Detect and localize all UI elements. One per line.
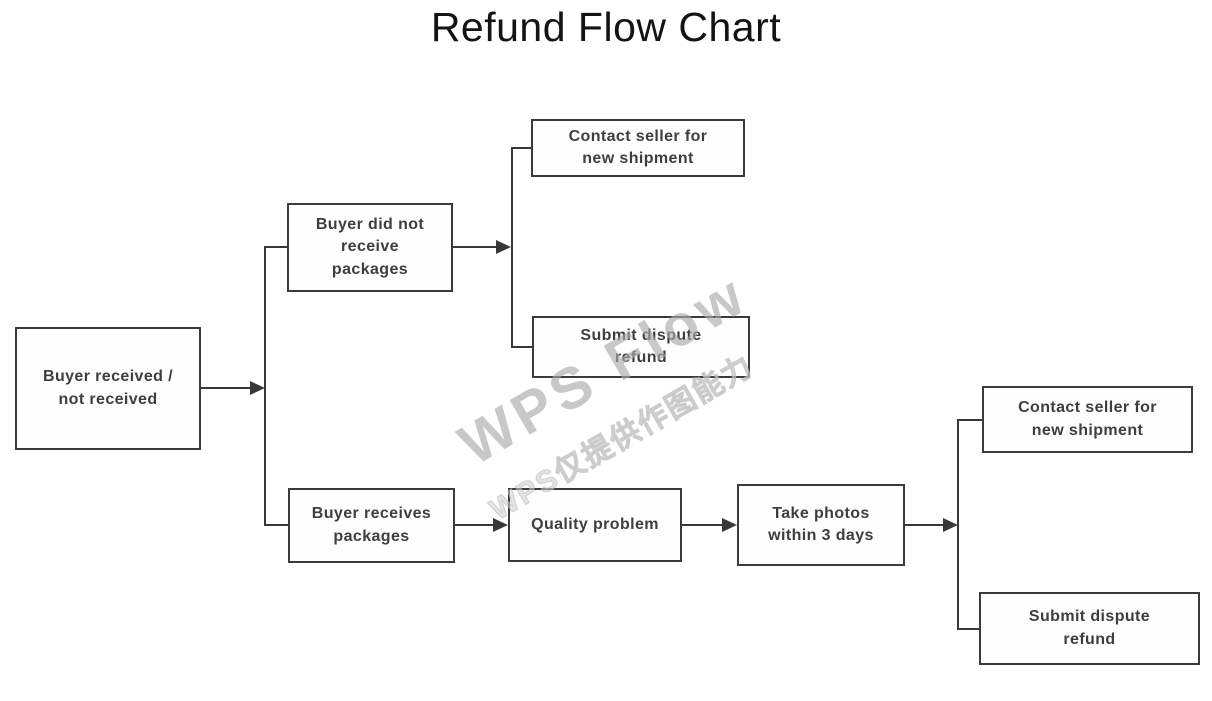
node-submit-dispute-top: Submit dispute refund (532, 316, 750, 378)
edge-quality-to-photos (682, 524, 723, 526)
edge-junction3-to-dispute-right (957, 628, 979, 630)
arrowhead-photos-to-junction3 (943, 518, 958, 532)
chart-title: Refund Flow Chart (430, 4, 782, 50)
junction2-vertical-line (511, 147, 513, 348)
junction3-vertical-line (957, 419, 959, 630)
arrowhead-receives-to-quality (493, 518, 508, 532)
arrowhead-quality-to-photos (722, 518, 737, 532)
edge-start-to-junction1 (201, 387, 252, 389)
edge-receives-to-quality (455, 524, 494, 526)
edge-junction3-to-contact-seller-right (957, 419, 982, 421)
node-buyer-did-not-receive: Buyer did not receive packages (287, 203, 453, 292)
node-quality-problem: Quality problem (508, 488, 682, 562)
node-contact-seller-top: Contact seller for new shipment (531, 119, 745, 177)
node-submit-dispute-right: Submit dispute refund (979, 592, 1200, 665)
node-buyer-received-or-not: Buyer received / not received (15, 327, 201, 450)
edge-junction1-to-did-not-receive (264, 246, 287, 248)
edge-did-not-receive-to-junction2 (453, 246, 497, 248)
edge-photos-to-junction3 (905, 524, 944, 526)
node-buyer-receives-packages: Buyer receives packages (288, 488, 455, 563)
node-take-photos: Take photos within 3 days (737, 484, 905, 566)
node-contact-seller-right: Contact seller for new shipment (982, 386, 1193, 453)
arrowhead-did-not-receive (496, 240, 511, 254)
edge-junction2-to-contact-seller-top (511, 147, 531, 149)
edge-junction1-to-receives (264, 524, 288, 526)
arrowhead-start-to-junction1 (250, 381, 265, 395)
junction1-vertical-line (264, 246, 266, 526)
edge-junction2-to-dispute-top (511, 346, 532, 348)
